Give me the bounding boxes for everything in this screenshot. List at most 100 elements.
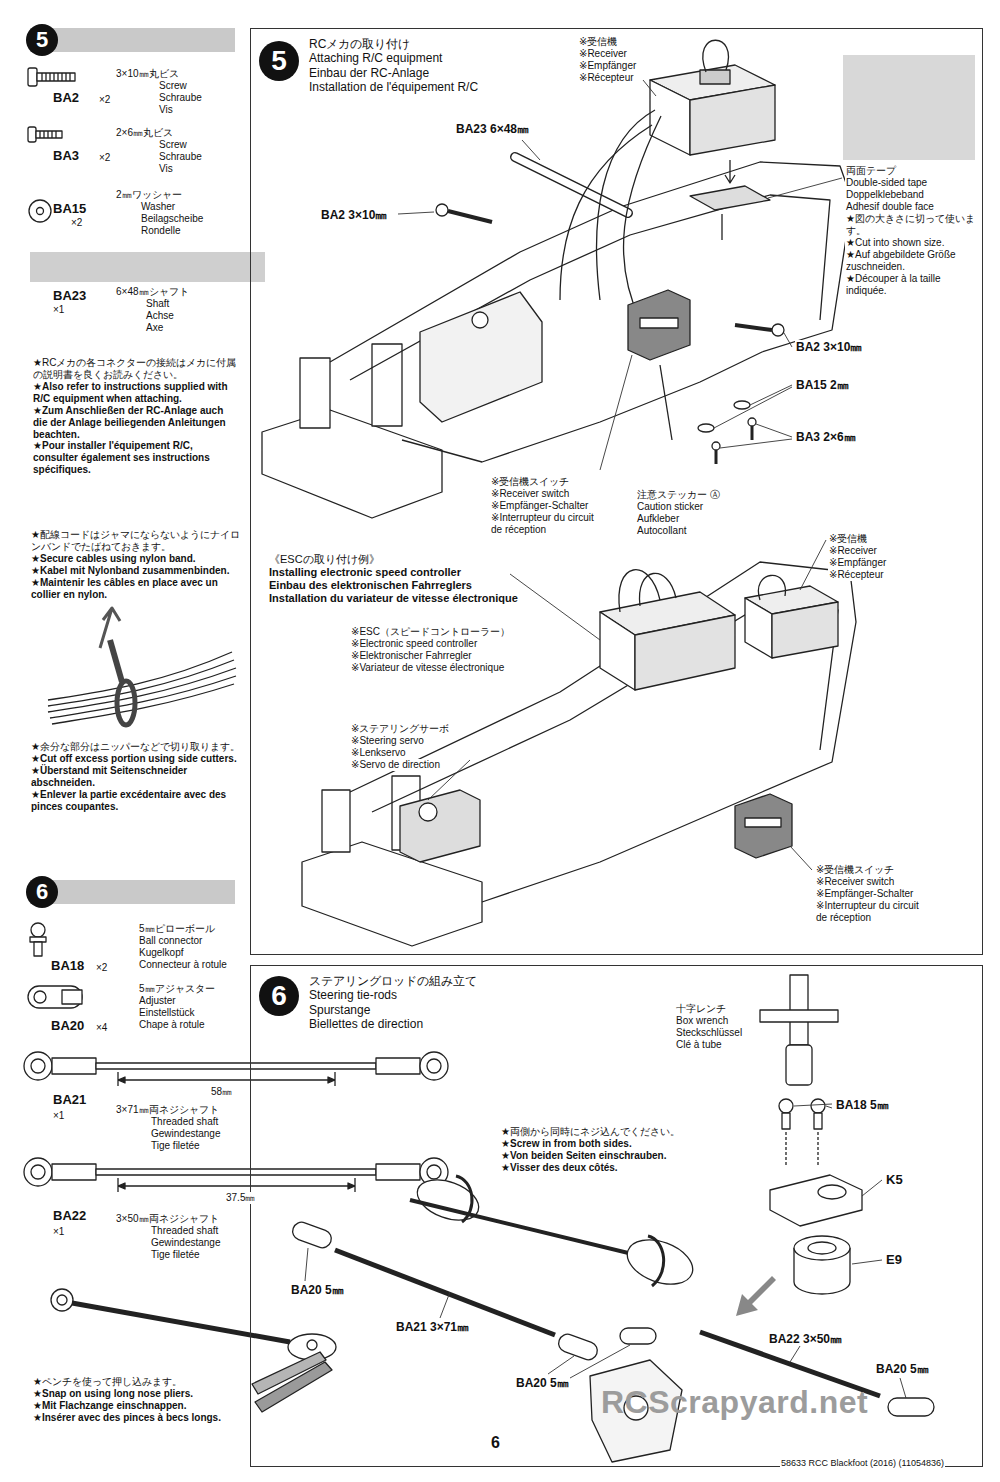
part-label: BA22 3×50㎜	[768, 1332, 843, 1346]
note-text: ※Empfänger-Schalter	[490, 500, 589, 512]
part-label: BA15 2㎜	[795, 378, 850, 392]
step-number-circle: 5	[259, 41, 299, 81]
screw-icon	[36, 131, 62, 138]
note-text: 2㎜ワッシャー	[115, 189, 183, 201]
note-text: Adhesif double face	[845, 201, 935, 213]
tie-rod-long	[420, 1052, 448, 1080]
step-header-band: 6	[30, 880, 235, 904]
note-text: Steckschlüssel	[675, 1027, 743, 1039]
note-text: ※Receiver	[578, 48, 628, 60]
note-text: Ball connector	[138, 935, 203, 947]
panel-title: ステアリングロッドの組み立てSteering tie-rodsSpurstang…	[309, 974, 477, 1032]
step-number: 6	[259, 976, 299, 1016]
note-text: ※Steering servo	[350, 735, 425, 747]
note-text: 5㎜アジャスター	[138, 983, 216, 995]
note-text: Schraube	[158, 151, 203, 163]
note-text: ★余分な部分はニッパーなどで切り取ります。	[30, 741, 247, 753]
step-title-jp: RCメカの取り付け	[309, 37, 478, 51]
note-text: Einstellstück	[138, 1007, 196, 1019]
step-title: Einbau der RC-Anlage	[309, 66, 478, 80]
note-text: Threaded shaft	[150, 1225, 219, 1237]
ball-connector-icon	[31, 923, 45, 937]
chassis-drawing	[330, 162, 852, 462]
esc-box	[635, 615, 735, 690]
note-text: ★Überstand mit Seitenschneider abschneid…	[30, 765, 247, 789]
note-text: 58633 RCC Blackfoot (2016) (11054836)	[780, 1458, 945, 1469]
note-text: Screw	[158, 139, 188, 151]
part-label: BA20 5㎜	[290, 1283, 345, 1297]
watermark: RCScrapyard.net	[600, 1384, 869, 1422]
ball-connectors	[811, 1099, 825, 1113]
note-text: ※Variateur de vitesse électronique	[350, 662, 505, 674]
tape-piece	[690, 160, 770, 240]
tape-piece	[721, 214, 722, 240]
receiver-box	[745, 575, 838, 658]
chassis-drawing	[472, 312, 488, 328]
assembly-arrow	[736, 1276, 776, 1316]
leader-lines	[784, 333, 792, 347]
part-label: BA18	[50, 958, 85, 973]
receiver-switch	[735, 794, 792, 858]
adjuster-icon	[28, 986, 82, 1008]
note-text: ※Empfänger-Schalter	[815, 888, 914, 900]
note-text: ×1	[52, 304, 65, 316]
ball-connector-icon	[34, 942, 42, 956]
part-label: BA22	[52, 1208, 87, 1223]
step-title: Spurstange	[309, 1003, 477, 1017]
tie-rod-long	[96, 1063, 376, 1069]
leader-lines	[768, 178, 842, 198]
exploded-tie-rods	[290, 1220, 334, 1251]
washers-and-screws	[751, 426, 754, 440]
note-text: 注意ステッカー Ⓐ	[636, 489, 721, 501]
leader-lines	[900, 1378, 906, 1398]
note-text: ★図の大きさに切って使います。	[845, 213, 979, 237]
part-label: BA2	[52, 90, 80, 105]
tie-rod-short	[96, 1169, 376, 1175]
collar-e9	[794, 1236, 850, 1260]
box-wrench	[786, 1045, 812, 1085]
screw-icon	[40, 131, 56, 138]
note-text: ×2	[70, 217, 83, 229]
chassis-drawing	[322, 790, 350, 852]
screw-icon	[42, 73, 70, 81]
step-title: Attaching R/C equipment	[309, 51, 478, 65]
step-header-band: 5	[30, 28, 235, 52]
note-text: ★Zum Anschließen der RC-Anlage auch die …	[32, 405, 239, 440]
leader-lines	[790, 846, 812, 870]
part-label: K5	[885, 1172, 904, 1187]
exploded-tie-rods	[335, 1250, 555, 1335]
tie-rod-short	[24, 1158, 52, 1186]
exploded-tie-rods	[620, 1328, 656, 1344]
note-text: Rondelle	[140, 225, 181, 237]
tie-rod-long	[52, 1058, 96, 1074]
note-text: ★ペンチを使って押し込みます。	[32, 1376, 249, 1388]
receiver-switch	[735, 325, 772, 330]
shaft-icon	[30, 252, 265, 282]
receiver-switch	[772, 324, 784, 336]
pliers-illustration	[307, 1340, 317, 1350]
note-text: ★Snap on using long nose pliers.	[32, 1388, 249, 1400]
leader-lines	[720, 424, 792, 448]
leader-lines	[440, 1292, 450, 1318]
shaft-ba23	[515, 157, 628, 213]
ball-connector-icon	[30, 923, 46, 956]
part-label: BA21	[52, 1092, 87, 1107]
part-label: BA2 3×10㎜	[320, 208, 388, 222]
note-text: Shaft	[145, 298, 170, 310]
receiver-switch	[640, 318, 678, 328]
note-text: ※Elektronischer Fahrregler	[350, 650, 473, 662]
note-text: 6×48㎜シャフト	[115, 286, 190, 298]
note-text: 3×71㎜両ネジシャフト	[115, 1104, 220, 1116]
note-text: ★配線コードはジャマにならないようにナイロンバンドでたばねておきます。	[30, 529, 244, 553]
note-text: Gewindestange	[150, 1128, 222, 1140]
esc-box	[600, 570, 735, 690]
esc-box	[600, 612, 635, 690]
washers-and-screws	[734, 401, 750, 409]
note-text: Connecteur à rotule	[138, 959, 228, 971]
part-label: BA23 6×48㎜	[455, 122, 530, 136]
note-text: ※ステアリングサーボ	[350, 723, 450, 735]
note-text: ※受信機スイッチ	[490, 476, 570, 488]
leader-lines	[600, 355, 632, 470]
note-text: 《ESCの取り付け例》	[268, 553, 381, 566]
